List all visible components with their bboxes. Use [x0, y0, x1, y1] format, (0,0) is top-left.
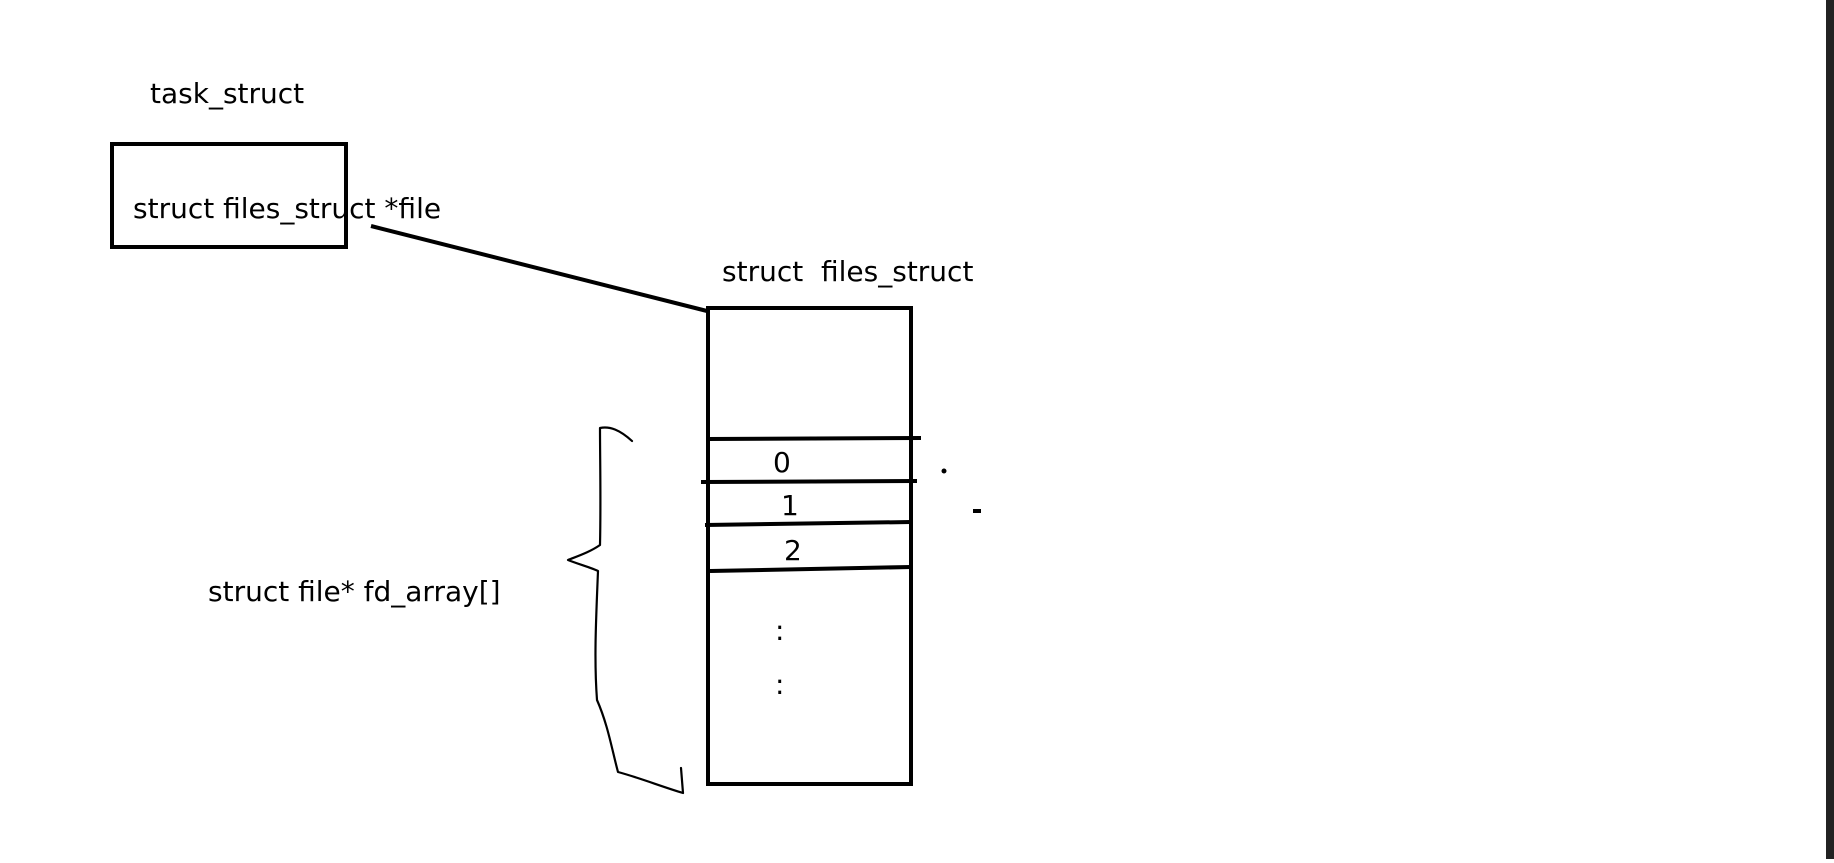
files-struct-label: struct files_struct — [722, 255, 973, 288]
fd-array-label: struct file* fd_array[] — [208, 575, 501, 608]
task-struct-label: task_struct — [150, 77, 304, 110]
right-edge-border — [1826, 0, 1834, 859]
curly-brace — [566, 426, 685, 795]
slot-index: 2 — [784, 534, 802, 567]
task-struct-box — [110, 142, 348, 249]
row-divider — [700, 479, 918, 484]
array-ellipsis: : — [775, 614, 784, 647]
stray-dot — [941, 468, 947, 474]
row-divider — [709, 565, 912, 573]
pointer-connector-line — [370, 224, 708, 313]
slot-index: 0 — [773, 446, 791, 479]
files-struct-box — [706, 306, 913, 786]
slot-index: 1 — [781, 489, 799, 522]
files-pointer-label: struct files_struct *file — [133, 192, 441, 225]
row-divider — [707, 436, 922, 441]
array-ellipsis: : — [775, 668, 784, 701]
row-divider — [704, 520, 912, 527]
